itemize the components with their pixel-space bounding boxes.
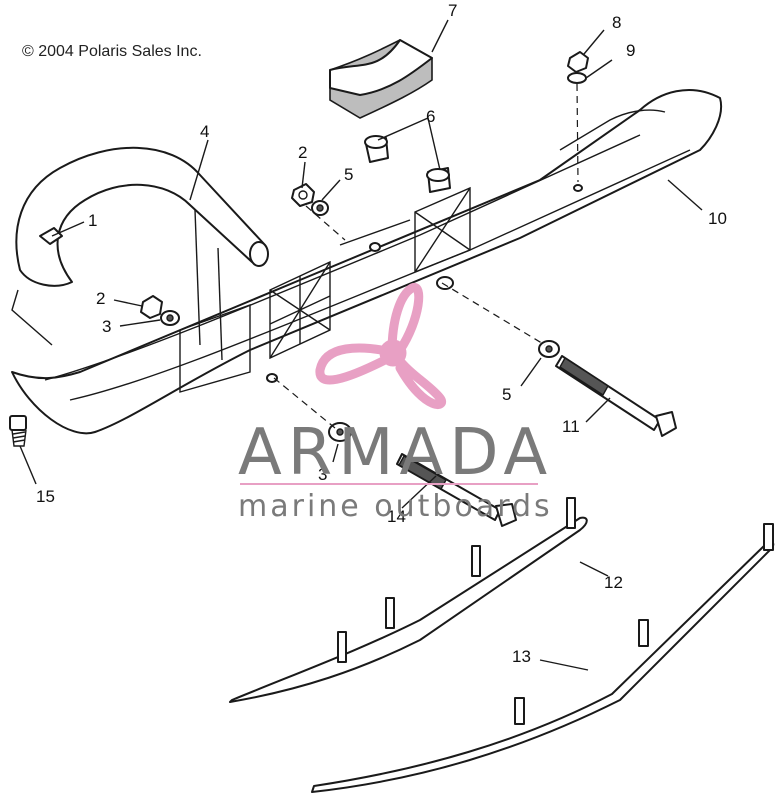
- wear-bar: [229, 497, 588, 703]
- callout-9: 9: [626, 41, 635, 60]
- ski-body: [11, 89, 723, 435]
- callout-13: 13: [512, 647, 531, 666]
- callout-5-lower: 5: [502, 385, 511, 404]
- washer-part-5-lower: [538, 340, 560, 358]
- callout-7: 7: [448, 1, 457, 20]
- clip-part-1: [39, 227, 63, 245]
- callout-5-upper: 5: [344, 165, 353, 184]
- callout-15: 15: [36, 487, 55, 506]
- carbide-runner: [311, 523, 775, 793]
- brace-front: [269, 260, 331, 360]
- screw-part-15: [9, 415, 27, 447]
- callout-2-upper: 2: [298, 143, 307, 162]
- callout-1: 1: [88, 211, 97, 230]
- nut-part-8: [567, 51, 589, 73]
- ski-loop: [15, 146, 269, 361]
- armada-watermark: ARMADA marine outboards: [238, 282, 553, 524]
- copyright-text: © 2004 Polaris Sales Inc.: [22, 43, 202, 60]
- bushings-part-6: [364, 135, 451, 193]
- callout-10: 10: [708, 209, 727, 228]
- leader-lines: [11, 19, 703, 671]
- callout-6: 6: [426, 107, 435, 126]
- callout-14: 14: [387, 507, 406, 526]
- callout-11: 11: [562, 417, 580, 436]
- watermark-tagline: marine outboards: [238, 489, 553, 524]
- callout-3-lower: 3: [318, 465, 327, 484]
- armada-logo-icon: [315, 282, 446, 409]
- nut-part-2-upper: [291, 183, 315, 207]
- callout-3-upper: 3: [102, 317, 111, 336]
- callout-12: 12: [604, 573, 623, 592]
- brace-rear: [414, 186, 471, 274]
- callout-8: 8: [612, 13, 621, 32]
- washer-part-9: [567, 72, 587, 84]
- callout-4: 4: [200, 122, 209, 141]
- nut-part-2-lower: [140, 295, 163, 319]
- washer-part-5-upper: [311, 200, 329, 216]
- callout-labels: 1 2 2 3 3 4 5 5 6 7 8 9 10 11 12 13 14 1…: [36, 1, 727, 666]
- bolt-part-14: [396, 453, 517, 527]
- callout-2-lower: 2: [96, 289, 105, 308]
- washer-part-3-upper: [160, 310, 180, 326]
- saddle-pad: [329, 39, 433, 119]
- bolt-part-11: [555, 355, 677, 437]
- watermark-brand: ARMADA: [238, 416, 553, 490]
